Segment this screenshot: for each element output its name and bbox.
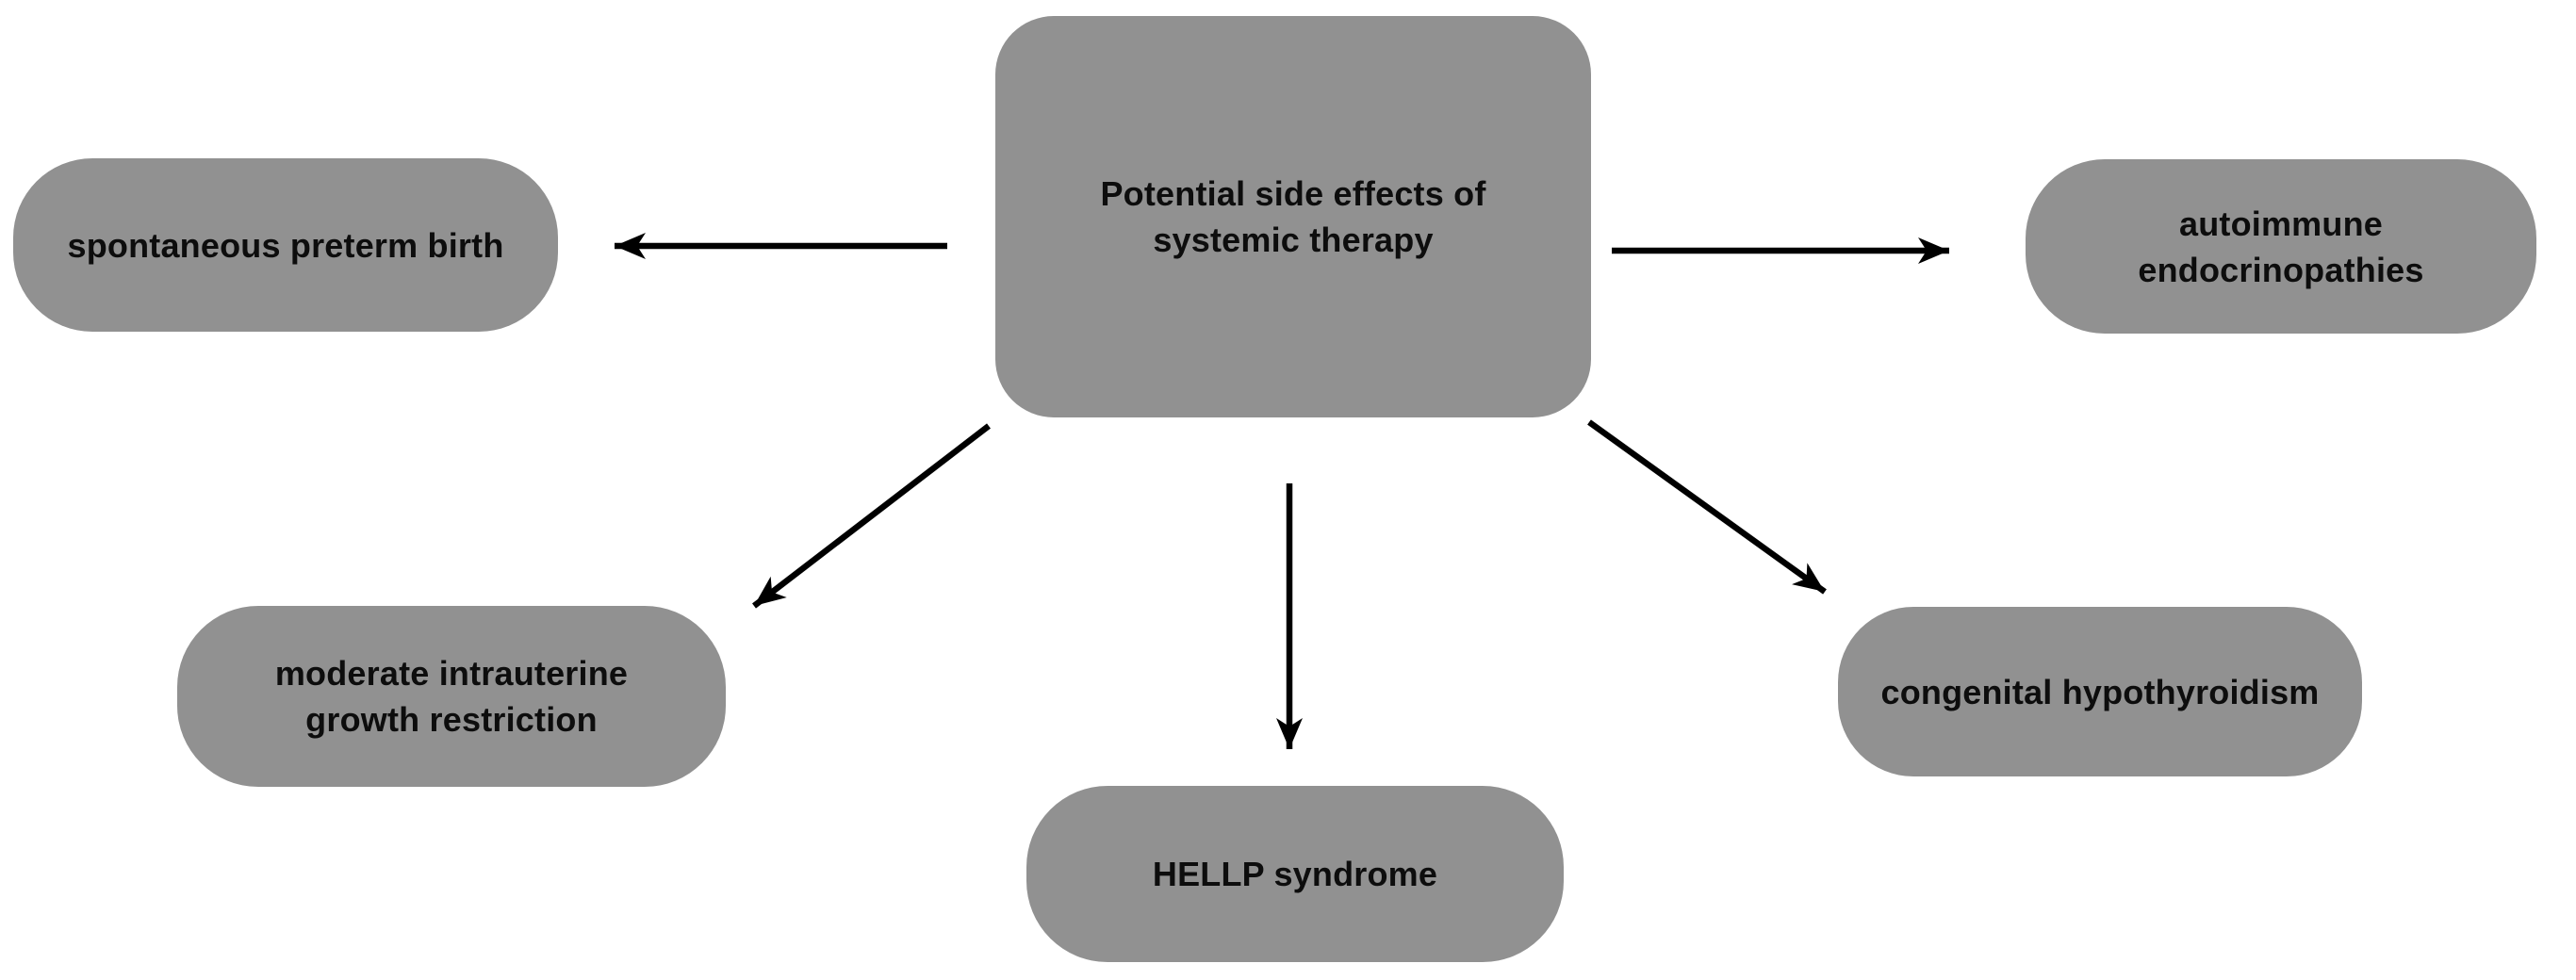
arrow-to-congenital-hypothyroidism: [1587, 419, 1827, 595]
node-congenital-hypothyroidism-label: congenital hypothyroidism: [1880, 672, 2320, 711]
node-potential-side-effects: Potential side effects of systemic thera…: [995, 16, 1591, 417]
node-autoimmune-endocrinopathies: autoimmune endocrinopathies: [2026, 159, 2536, 334]
node-moderate-intrauterine-growth-restriction: moderate intrauterine growth restriction: [177, 606, 726, 787]
node-autoimmune-endocrinopathies-label: autoimmune endocrinopathies: [2138, 204, 2424, 289]
arrow-to-moderate-intrauterine-growth-restriction: [752, 423, 991, 609]
node-hellp-syndrome: HELLP syndrome: [1026, 786, 1564, 962]
node-spontaneous-preterm-birth-label: spontaneous preterm birth: [67, 225, 504, 265]
node-hellp-syndrome-label: HELLP syndrome: [1152, 855, 1438, 893]
node-moderate-intrauterine-growth-restriction-label: moderate intrauterine growth restriction: [274, 654, 629, 739]
node-potential-side-effects-label: Potential side effects of systemic thera…: [1100, 174, 1486, 259]
node-spontaneous-preterm-birth: spontaneous preterm birth: [13, 158, 558, 332]
node-congenital-hypothyroidism: congenital hypothyroidism: [1838, 607, 2362, 776]
